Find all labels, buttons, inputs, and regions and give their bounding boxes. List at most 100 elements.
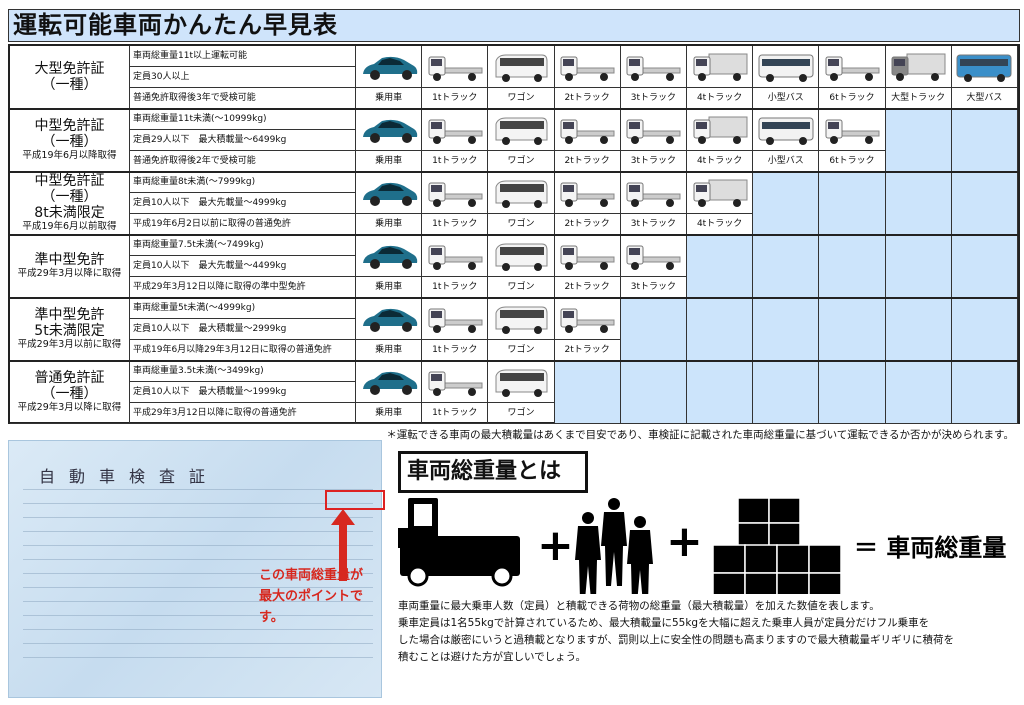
vehicle-label: 乗用車 bbox=[356, 88, 423, 109]
callout-line: この車両総重量が bbox=[259, 568, 364, 583]
empty-cell bbox=[885, 235, 952, 298]
vehicle-label: 4tトラック bbox=[687, 151, 754, 172]
vehicle-label: 1tトラック bbox=[422, 340, 489, 361]
license-condition: 平成19年6月2日以前に取得の普通免許 bbox=[130, 214, 356, 235]
empty-cell bbox=[819, 235, 886, 298]
vehicle-image-2 bbox=[488, 361, 555, 403]
license-name: （一種） bbox=[41, 386, 98, 402]
truck-icon bbox=[398, 498, 520, 587]
vehicle-image-2 bbox=[488, 298, 555, 340]
vehicle-image-4 bbox=[620, 172, 687, 214]
license-condition: 定員10人以下 最大積載量～1999kg bbox=[130, 382, 356, 403]
vehicle-label: 乗用車 bbox=[356, 403, 423, 424]
equals-result: ＝ 車両総重量 bbox=[854, 534, 1006, 562]
license-note: 平成29年3月以降に取得 bbox=[17, 402, 122, 413]
vehicle-label: 3tトラック bbox=[620, 151, 687, 172]
vehicle-icon bbox=[495, 306, 548, 334]
vehicle-label: 大型トラック bbox=[885, 88, 952, 109]
license-name: （一種） bbox=[41, 189, 98, 205]
vehicle-icon bbox=[428, 245, 483, 270]
vehicle-image-6 bbox=[753, 46, 820, 88]
license-name: （一種） bbox=[41, 134, 98, 150]
vehicle-label: 3tトラック bbox=[620, 277, 687, 298]
vehicle-icon bbox=[495, 180, 548, 208]
vehicle-icon bbox=[891, 53, 946, 81]
vehicle-image-6 bbox=[753, 109, 820, 151]
vehicle-label: 1tトラック bbox=[422, 277, 489, 298]
vehicle-icon bbox=[428, 56, 483, 81]
highlight-box bbox=[325, 490, 385, 510]
vehicle-icon bbox=[495, 54, 548, 82]
vehicle-label: 1tトラック bbox=[422, 151, 489, 172]
license-note: 平成29年3月以前に取得 bbox=[17, 339, 122, 350]
vehicle-image-5 bbox=[687, 46, 754, 88]
vehicle-icon bbox=[495, 117, 548, 145]
vehicle-label: 1tトラック bbox=[422, 88, 489, 109]
license-name: 準中型免許 bbox=[34, 307, 105, 323]
vehicle-image-4 bbox=[620, 109, 687, 151]
vehicle-icon bbox=[758, 54, 814, 82]
description-line: 乗車定員は1名55kgで計算されているため、最大積載量に55kgを大幅に超えた乗… bbox=[398, 617, 930, 629]
section-heading: 車両総重量とは bbox=[398, 451, 588, 493]
vehicle-image-0 bbox=[356, 172, 423, 214]
vehicle-label: 2tトラック bbox=[554, 151, 621, 172]
row-divider bbox=[10, 234, 1018, 236]
vehicle-image-2 bbox=[488, 46, 555, 88]
empty-cell bbox=[951, 109, 1018, 172]
license-name: 5t未満限定 bbox=[34, 323, 105, 339]
vehicle-icon bbox=[560, 56, 615, 81]
license-name: 8t未満限定 bbox=[34, 205, 105, 221]
license-condition: 定員29人以下 最大積載量～6499kg bbox=[130, 130, 356, 151]
vehicle-label: 6tトラック bbox=[819, 88, 886, 109]
row-divider bbox=[10, 171, 1018, 173]
license-name-cell: 準中型免許平成29年3月以降に取得 bbox=[10, 235, 130, 298]
license-condition: 平成19年6月以降29年3月12日に取得の普通免許 bbox=[130, 340, 356, 361]
vehicle-image-1 bbox=[422, 46, 489, 88]
vehicle-icon bbox=[758, 117, 814, 145]
license-name: （一種） bbox=[41, 77, 98, 93]
license-condition: 定員10人以下 最大積載量～2999kg bbox=[130, 319, 356, 340]
vehicle-image-7 bbox=[819, 109, 886, 151]
empty-cell bbox=[620, 361, 687, 424]
empty-cell bbox=[951, 298, 1018, 361]
vehicle-image-4 bbox=[620, 46, 687, 88]
vehicle-icon bbox=[693, 179, 748, 207]
vehicle-icon bbox=[428, 308, 483, 333]
vehicle-inspection-certificate-image: 自動車検査証 この車両総重量が 最大のポイントです。 bbox=[8, 440, 385, 698]
vehicle-label: 4tトラック bbox=[687, 214, 754, 235]
license-name: 大型免許証 bbox=[34, 61, 105, 77]
arrow-up-icon bbox=[331, 509, 355, 581]
vehicle-label: 乗用車 bbox=[356, 151, 423, 172]
vehicle-icon bbox=[495, 369, 548, 397]
vehicle-label: 2tトラック bbox=[554, 277, 621, 298]
empty-cell bbox=[819, 298, 886, 361]
vehicle-label: 乗用車 bbox=[356, 214, 423, 235]
description: 車両重量に最大乗車人数（定員）と積載できる荷物の総重量（最大積載量）を加えた数値… bbox=[398, 598, 1018, 666]
vehicle-icon bbox=[626, 56, 681, 81]
empty-cell bbox=[753, 361, 820, 424]
vehicle-image-3 bbox=[554, 172, 621, 214]
license-condition: 定員30人以上 bbox=[130, 67, 356, 88]
vehicle-image-5 bbox=[687, 172, 754, 214]
description-line: した場合は厳密にいうと過積載となりますが、罰則以上に安全性の問題も高まりますので… bbox=[398, 634, 954, 646]
vehicle-icon bbox=[428, 119, 483, 144]
vehicle-label: ワゴン bbox=[488, 403, 555, 424]
vehicle-icon bbox=[693, 53, 748, 81]
certificate-callout: この車両総重量が 最大のポイントです。 bbox=[259, 565, 381, 628]
vehicle-icon bbox=[362, 245, 417, 269]
vehicle-icon bbox=[560, 308, 615, 333]
empty-cell bbox=[554, 361, 621, 424]
vehicle-icon bbox=[626, 245, 681, 270]
description-line: 車両重量に最大乗車人数（定員）と積載できる荷物の総重量（最大積載量）を加えた数値… bbox=[398, 600, 880, 612]
vehicle-icon bbox=[362, 119, 417, 143]
empty-cell bbox=[753, 235, 820, 298]
vehicle-label: 乗用車 bbox=[356, 277, 423, 298]
empty-cell bbox=[951, 361, 1018, 424]
empty-cell bbox=[885, 298, 952, 361]
vehicle-icon bbox=[428, 371, 483, 396]
vehicle-icon bbox=[626, 182, 681, 207]
empty-cell bbox=[687, 235, 754, 298]
vehicle-icon bbox=[693, 116, 748, 144]
empty-cell bbox=[951, 235, 1018, 298]
